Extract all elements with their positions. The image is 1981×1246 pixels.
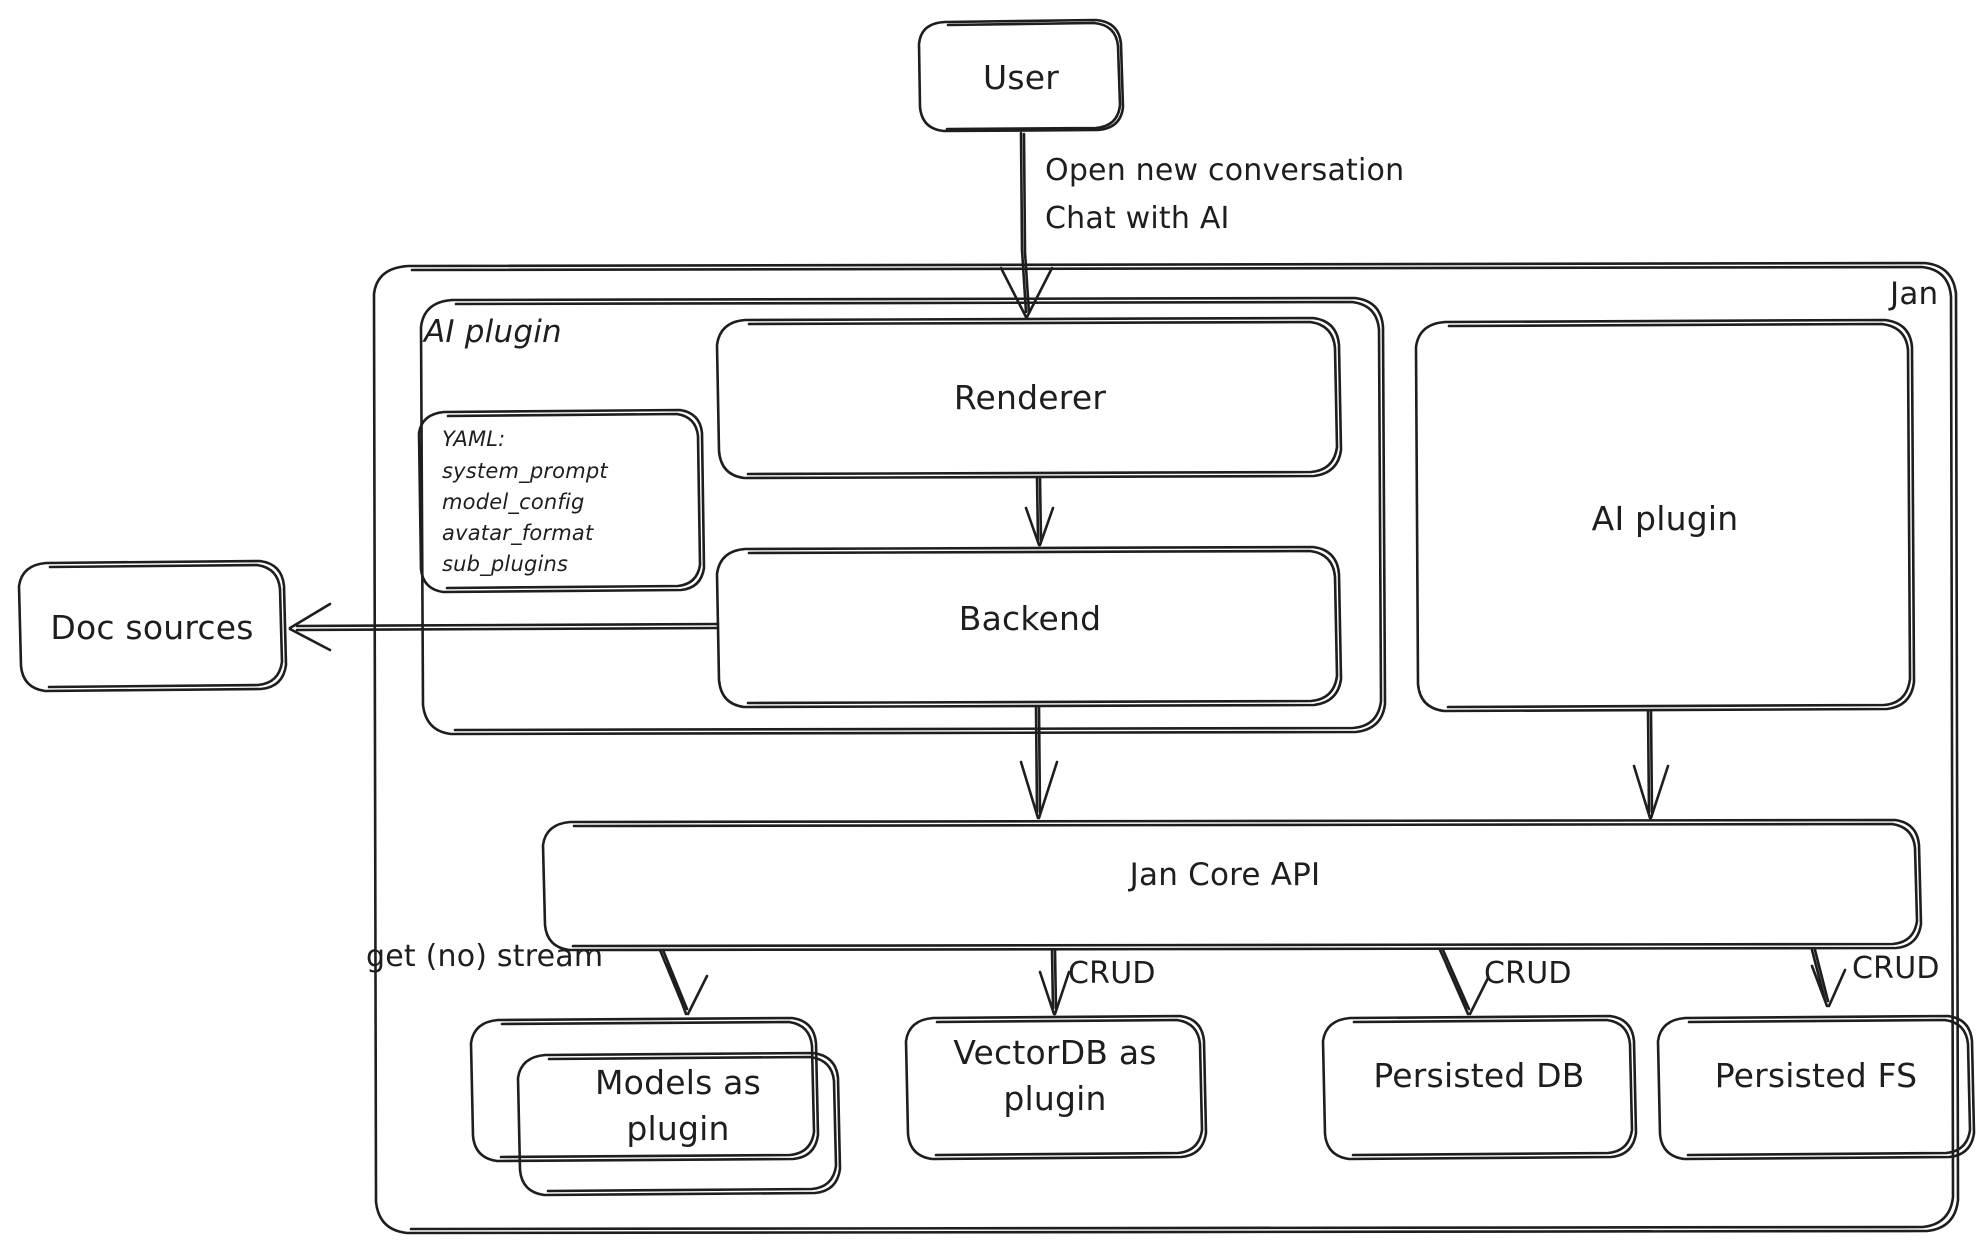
ai-plugin-right-box-shape — [1414, 318, 1916, 713]
arrow-core-to-persisted-fs — [1810, 948, 1847, 1008]
persisted-db-box-shape — [1321, 1014, 1638, 1161]
renderer-box-shape — [715, 316, 1343, 480]
models-as-plugin-front-box-shape — [516, 1051, 842, 1197]
arrow-renderer-to-backend — [1024, 476, 1055, 547]
arrow-backend-to-core — [1019, 705, 1059, 820]
backend-box-shape — [715, 545, 1343, 709]
arrow-ai-plugin-right-to-core — [1632, 709, 1670, 820]
arrow-core-to-vectordb — [1038, 948, 1071, 1016]
arrow-core-to-persisted-db — [1438, 948, 1490, 1016]
doc-sources-box-shape — [17, 559, 288, 693]
arrow-core-to-models — [658, 948, 709, 1016]
jan-core-api-box-shape — [541, 818, 1923, 952]
arrow-user-to-renderer — [999, 131, 1054, 319]
ai-plugin-group-shape — [419, 296, 1387, 736]
persisted-fs-box-shape — [1656, 1014, 1976, 1161]
user-box-shape — [917, 18, 1125, 133]
arrow-backend-to-doc-sources — [288, 602, 720, 652]
yaml-box-shape — [417, 408, 706, 594]
jan-container-shape — [372, 261, 1960, 1235]
vectordb-as-plugin-box-shape — [904, 1014, 1208, 1161]
models-as-plugin-back-box-shape — [469, 1016, 820, 1163]
